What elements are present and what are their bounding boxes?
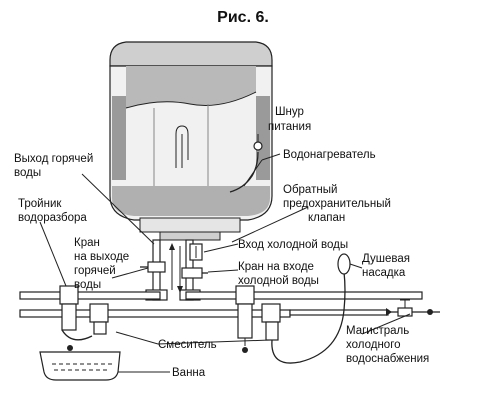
label-shower-1: Душевая [362, 253, 410, 265]
figure-title: Рис. 6. [217, 9, 269, 26]
label-hot-out-1: Выход горячей [14, 153, 93, 165]
cold-water-line [185, 285, 423, 305]
bathtub [39, 351, 121, 381]
label-hot-tap-3: горячей [74, 265, 116, 277]
labels: Шнур питания Водонагреватель Выход горяч… [14, 106, 429, 379]
label-cold-in: Вход холодной воды [238, 239, 348, 251]
label-main-3: водоснабжения [346, 353, 429, 365]
label-cold-tap-1: Кран на входе [238, 261, 314, 273]
label-power-cord-2: питания [268, 121, 311, 133]
leader-lines [39, 153, 411, 373]
label-main-2: холодного [346, 339, 401, 351]
label-bath: Ванна [172, 367, 206, 379]
lower-distribution-pipes [19, 303, 389, 323]
water-heater-tank [109, 41, 273, 221]
label-mixer: Смеситель [158, 339, 217, 351]
cold-main-supply [386, 299, 440, 317]
label-hot-tap-4: воды [74, 279, 101, 291]
shower-head-icon [337, 253, 351, 275]
hot-water-outlet-pipe [140, 239, 168, 301]
label-main-1: Магистраль [346, 325, 409, 337]
label-hot-tap-2: на выходе [74, 251, 129, 263]
label-tee-1: Тройник [18, 198, 62, 210]
power-cord [229, 134, 263, 193]
label-tee-2: водоразбора [18, 212, 87, 224]
label-check-valve-1: Обратный [283, 184, 337, 196]
shower-mixer [237, 303, 279, 353]
bath-mixer [61, 303, 107, 351]
cold-water-inlet-pipe [169, 239, 208, 301]
label-power-cord-1: Шнур [275, 106, 304, 118]
label-hot-out-2: воды [14, 167, 41, 179]
label-shower-2: насадка [362, 267, 406, 279]
label-check-valve-3: клапан [308, 212, 345, 224]
heater-base [139, 217, 241, 241]
label-check-valve-2: предохранительный [283, 198, 391, 210]
label-cold-tap-2: холодной воды [238, 275, 319, 287]
label-heater: Водонагреватель [283, 149, 376, 161]
label-hot-tap-1: Кран [74, 237, 100, 249]
